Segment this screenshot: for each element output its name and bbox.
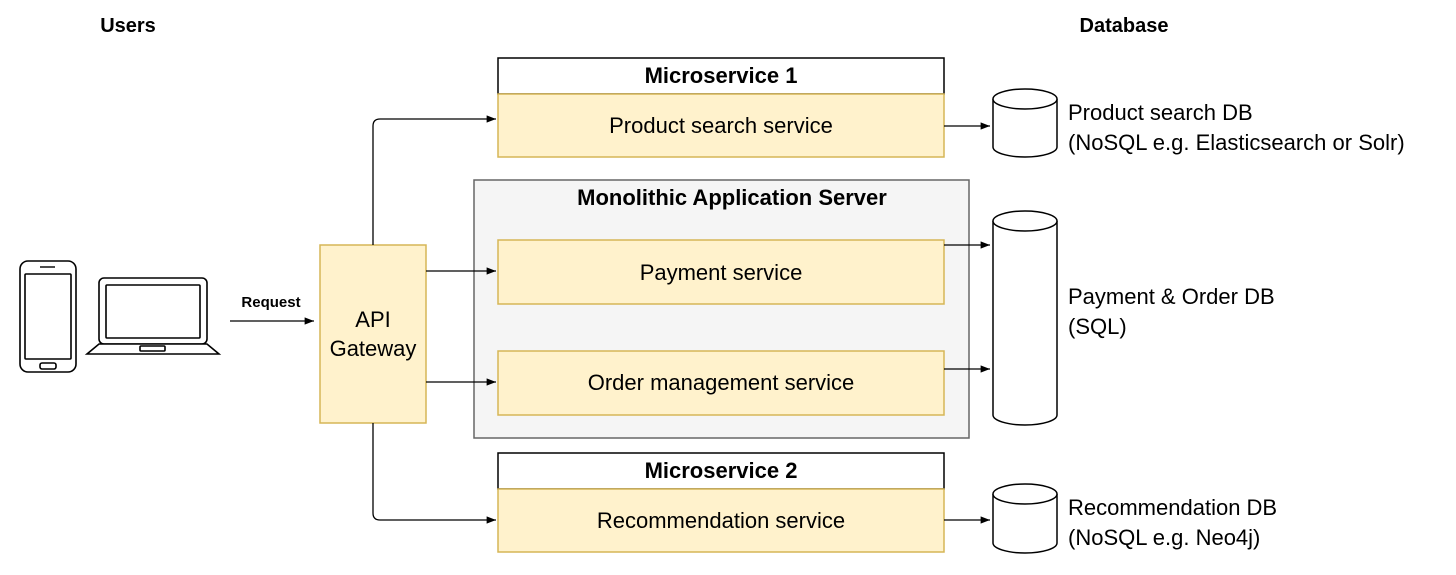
edge-gateway-to-recommendation bbox=[372, 423, 496, 524]
recommendation-service-label: Recommendation service bbox=[597, 508, 845, 533]
product-search-db-label-line1: Product search DB bbox=[1068, 100, 1253, 125]
recommendation-db-icon bbox=[992, 483, 1058, 554]
request-label: Request bbox=[241, 294, 300, 311]
order-management-service-label: Order management service bbox=[588, 370, 855, 395]
product-search-db-icon bbox=[992, 88, 1058, 158]
laptop-icon bbox=[84, 277, 222, 355]
product-search-service-label: Product search service bbox=[609, 113, 833, 138]
api-gateway-label-line1: API bbox=[355, 307, 390, 332]
payment-service[interactable] bbox=[497, 239, 945, 305]
smartphone-icon bbox=[19, 260, 77, 373]
microservice-1: Microservice 1 Product search service bbox=[497, 57, 945, 158]
users-header: Users bbox=[100, 15, 156, 37]
product-search-db-label-line2: (NoSQL e.g. Elasticsearch or Solr) bbox=[1068, 130, 1405, 155]
product-search-service[interactable] bbox=[497, 93, 945, 158]
api-gateway[interactable] bbox=[319, 244, 427, 424]
microservice-2: Microservice 2 Recommendation service bbox=[497, 452, 945, 553]
order-management-service[interactable] bbox=[497, 350, 945, 416]
payment-order-db-label-line2: (SQL) bbox=[1068, 314, 1127, 339]
microservice-2-title: Microservice 2 bbox=[645, 458, 798, 483]
payment-service-label: Payment service bbox=[640, 260, 803, 285]
edge-gateway-to-product-search bbox=[372, 115, 496, 245]
payment-order-db-label-line1: Payment & Order DB bbox=[1068, 284, 1275, 309]
recommendation-db-label-line2: (NoSQL e.g. Neo4j) bbox=[1068, 525, 1260, 550]
api-gateway-label-line2: Gateway bbox=[330, 336, 417, 361]
database-header: Database bbox=[1080, 15, 1169, 37]
microservice-1-title: Microservice 1 bbox=[645, 63, 798, 88]
recommendation-db-label-line1: Recommendation DB bbox=[1068, 495, 1277, 520]
monolith-title: Monolithic Application Server bbox=[577, 185, 887, 210]
recommendation-service[interactable] bbox=[497, 488, 945, 553]
payment-order-db-icon bbox=[992, 210, 1058, 426]
